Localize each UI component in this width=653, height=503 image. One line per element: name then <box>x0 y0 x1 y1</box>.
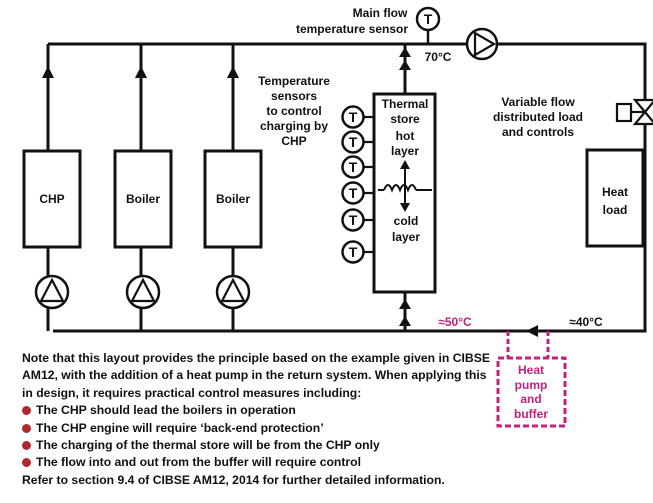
temperature-sensor-letter: T <box>349 134 358 150</box>
cold-layer-1: cold <box>394 214 419 228</box>
notes-footer: Refer to section 9.4 of CIBSE AM12, 2014… <box>22 472 445 487</box>
flow-arrow-icon <box>42 47 538 337</box>
hot-layer-2: layer <box>391 144 419 158</box>
bullet-dot-icon <box>22 441 31 451</box>
svg-text:pump: pump <box>515 378 548 392</box>
hot-layer-1: hot <box>396 129 415 143</box>
temp-sensors-label-1: Temperature <box>258 74 330 88</box>
design-notes: Note that this layout provides the princ… <box>22 350 492 489</box>
svg-text:buffer: buffer <box>514 407 548 421</box>
temperature-sensor-letter: T <box>349 109 358 125</box>
bullet-dot-icon <box>22 406 31 416</box>
note-bullet: The CHP should lead the boilers in opera… <box>22 402 492 419</box>
heat-load-label-2: load <box>603 203 628 217</box>
heat-load-label-1: Heat <box>602 185 628 199</box>
note-bullet: The flow into and out from the buffer wi… <box>22 454 492 471</box>
temp-sensors-label-3: to control <box>266 104 321 118</box>
store-title-1: Thermal <box>382 97 429 111</box>
load-return-temperature: ≈40°C <box>569 315 603 329</box>
chp-label: CHP <box>39 192 64 206</box>
temp-sensors-label-4: charging by <box>260 119 328 133</box>
temperature-sensor-letter: T <box>349 244 358 260</box>
temperature-sensor-letter: T <box>349 185 358 201</box>
store-return-temperature: ≈50°C <box>438 315 472 329</box>
boiler-2-label: Boiler <box>216 192 250 206</box>
temperature-sensor-icon: T <box>341 155 374 179</box>
temperature-sensor-icon: T <box>341 130 374 154</box>
boiler-1-unit: Boiler <box>113 149 173 249</box>
heat-load-unit: Heat load <box>585 148 645 248</box>
boiler-2-unit: Boiler <box>203 149 263 249</box>
variable-flow-label-2: distributed load <box>493 110 583 124</box>
heat-exchange-icon <box>378 164 432 208</box>
notes-bullets: The CHP should lead the boilers in opera… <box>22 402 492 472</box>
boiler-1-label: Boiler <box>126 192 160 206</box>
temp-sensors-label-2: sensors <box>271 89 317 103</box>
temp-sensors-label-5: CHP <box>281 134 306 148</box>
note-bullet: The charging of the thermal store will b… <box>22 437 492 454</box>
store-title-2: store <box>390 112 420 126</box>
cold-layer-2: layer <box>392 230 420 244</box>
flow-and-return-pipe <box>48 42 647 333</box>
svg-text:T: T <box>424 11 433 27</box>
main-pump-icon <box>465 27 499 61</box>
svg-text:and: and <box>520 392 541 406</box>
main-flow-temperature-sensor-icon: T <box>415 6 441 44</box>
temperature-sensor-icon: T <box>341 105 374 129</box>
flow-temperature: 70°C <box>425 50 452 64</box>
main-flow-label-2: temperature sensor <box>296 22 408 36</box>
variable-flow-label-3: and controls <box>502 125 574 139</box>
main-flow-label-1: Main flow <box>353 6 408 20</box>
variable-flow-label-1: Variable flow <box>501 95 575 109</box>
temperature-sensor-icon: T <box>341 208 374 232</box>
temperature-sensor-letter: T <box>349 159 358 175</box>
notes-intro: Note that this layout provides the princ… <box>22 351 490 400</box>
temperature-sensor-icon: T <box>341 240 374 264</box>
temperature-sensor-letter: T <box>349 212 358 228</box>
bullet-dot-icon <box>22 423 31 433</box>
heat-pump-buffer: Heat pump and buffer <box>496 331 567 428</box>
bullet-dot-icon <box>22 458 31 468</box>
pump-triangles <box>39 277 246 303</box>
note-bullet: The CHP engine will require ‘back-end pr… <box>22 420 492 437</box>
svg-text:Heat: Heat <box>518 363 544 377</box>
chp-unit: CHP <box>22 149 82 249</box>
valve-icon <box>615 94 653 126</box>
temperature-sensor-icon: T <box>341 181 374 205</box>
